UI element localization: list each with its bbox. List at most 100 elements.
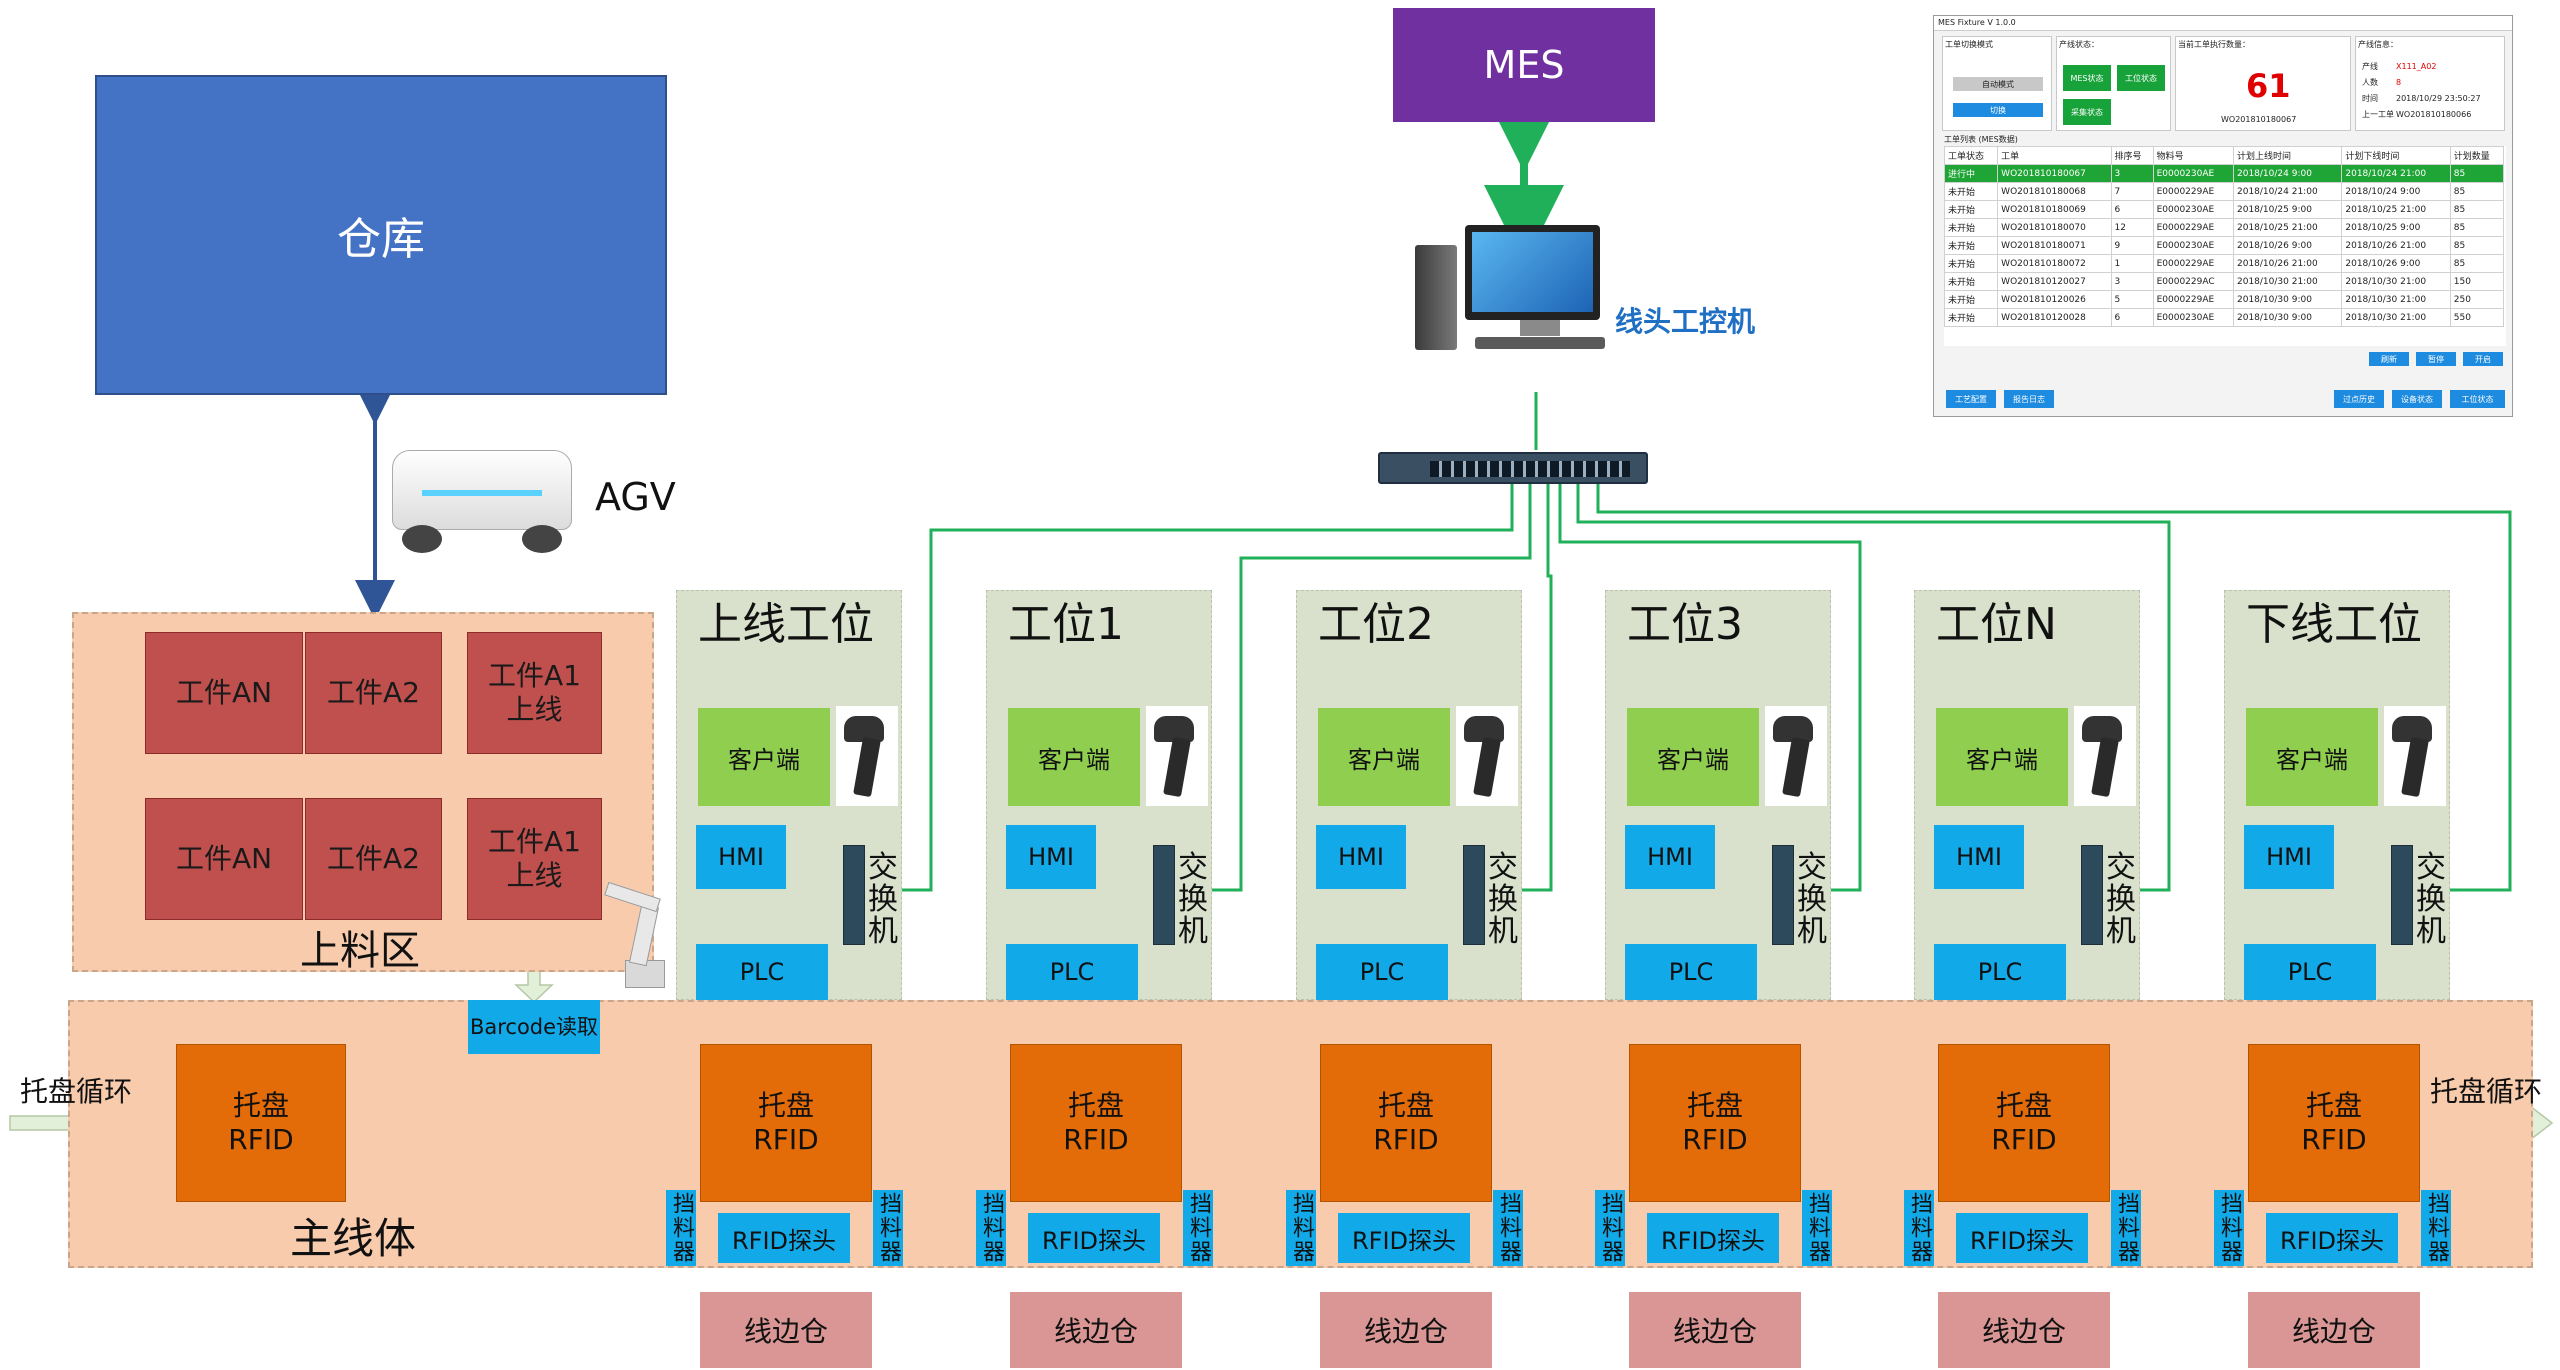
table-cell: 2018/10/26 9:00 — [2341, 254, 2451, 273]
station-network-line — [1596, 484, 2512, 892]
table-header-cell[interactable]: 计划下线时间 — [2341, 146, 2451, 165]
warehouse-block: 仓库 — [95, 75, 667, 395]
table-cell: 2018/10/30 9:00 — [2232, 308, 2343, 327]
device-status-button[interactable]: 设备状态 — [2392, 390, 2442, 408]
table-cell: 85 — [2449, 236, 2505, 255]
table-cell: 2018/10/24 9:00 — [2341, 182, 2451, 201]
barcode-reader: Barcode读取 — [468, 1000, 600, 1054]
table-cell: WO201810180069 — [1997, 200, 2112, 219]
table-cell: 6 — [2110, 200, 2154, 219]
station-status-bottom-button[interactable]: 工位状态 — [2450, 390, 2505, 408]
barcode-scanner-icon — [2074, 706, 2136, 806]
table-cell: E0000229AE — [2152, 254, 2235, 273]
stopper-block: 挡料器 — [1802, 1190, 1832, 1266]
line-info-value: 8 — [2396, 78, 2402, 87]
station-title: 工位2 — [1318, 599, 1434, 650]
mes-status-button[interactable]: MES状态 — [2063, 65, 2111, 91]
refresh-button[interactable]: 刷新 — [2369, 352, 2409, 366]
history-button[interactable]: 过点历史 — [2334, 390, 2384, 408]
table-cell: 2018/10/26 21:00 — [2232, 254, 2343, 273]
barcode-scanner-icon — [1765, 706, 1827, 806]
station-switch-label: 交 换 机 — [1488, 850, 1518, 949]
table-cell: 2018/10/30 21:00 — [2341, 290, 2451, 309]
process-config-button[interactable]: 工艺配置 — [1946, 390, 1996, 408]
table-cell: 2018/10/25 21:00 — [2341, 200, 2451, 219]
table-header-cell[interactable]: 工单 — [1997, 146, 2112, 165]
table-cell: 2018/10/24 9:00 — [2232, 164, 2343, 183]
table-cell: 150 — [2449, 272, 2505, 291]
mode-title: 工单切换模式 — [1945, 40, 1993, 49]
main-switch-icon — [1378, 452, 1648, 484]
table-cell: 2018/10/26 9:00 — [2232, 236, 2343, 255]
pause-button[interactable]: 暂停 — [2416, 352, 2456, 366]
auto-mode-button[interactable]: 自动模式 — [1953, 77, 2043, 91]
table-cell: 未开始 — [1944, 182, 1999, 201]
agv-robot-icon — [382, 435, 582, 560]
station-switch-icon — [843, 845, 865, 945]
window-titlebar: MES Fixture V 1.0.0 — [1934, 16, 2512, 31]
side-store-block: 线边仓 — [2248, 1292, 2420, 1368]
station-status-button[interactable]: 工位状态 — [2117, 65, 2165, 91]
table-cell: E0000229AE — [2152, 290, 2235, 309]
station-network-line — [1576, 484, 2171, 892]
table-cell: WO201810180067 — [1997, 164, 2112, 183]
table-cell: 85 — [2449, 200, 2505, 219]
line-status-title: 产线状态： — [2059, 40, 2099, 49]
station-switch-label: 交 换 机 — [1178, 850, 1208, 949]
tray-cycle-in-label: 托盘循环 — [20, 1075, 133, 1108]
table-cell: 85 — [2449, 182, 2505, 201]
collect-status-button[interactable]: 采集状态 — [2063, 99, 2111, 125]
report-log-button[interactable]: 报告日志 — [2004, 390, 2054, 408]
table-cell: 85 — [2449, 164, 2505, 183]
plc-block: PLC — [1316, 944, 1448, 1000]
start-button[interactable]: 开启 — [2463, 352, 2503, 366]
station-network-line — [1558, 484, 1862, 892]
side-store-block: 线边仓 — [1010, 1292, 1182, 1368]
side-store-block: 线边仓 — [1938, 1292, 2110, 1368]
rfid-probe-block: RFID探头 — [1028, 1213, 1160, 1263]
station-title: 工位3 — [1627, 599, 1743, 650]
part-block: 工件AN — [145, 632, 303, 754]
station-network-line — [865, 484, 1514, 892]
line-info-title: 产线信息： — [2358, 40, 2398, 49]
table-cell: 2018/10/30 9:00 — [2232, 290, 2343, 309]
table-cell: 2018/10/24 21:00 — [2341, 164, 2451, 183]
stopper-block: 挡料器 — [976, 1190, 1006, 1266]
table-header-cell[interactable]: 计划上线时间 — [2232, 146, 2343, 165]
table-header-cell[interactable]: 排序号 — [2110, 146, 2154, 165]
table-cell: 未开始 — [1944, 272, 1999, 291]
rfid-probe-block: RFID探头 — [2266, 1213, 2398, 1263]
table-header-cell[interactable]: 物料号 — [2152, 146, 2235, 165]
table-cell: 进行中 — [1944, 164, 1999, 183]
table-header-cell[interactable]: 计划数量 — [2449, 146, 2505, 165]
table-cell: 3 — [2110, 164, 2154, 183]
switch-button[interactable]: 切换 — [1953, 103, 2043, 117]
hmi-block: HMI — [2244, 825, 2334, 889]
part-block: 工件A2 — [305, 798, 442, 920]
barcode-scanner-icon — [836, 706, 898, 806]
mode-section: 工单切换模式 自动模式 切换 — [1942, 36, 2052, 131]
table-cell: 2018/10/25 21:00 — [2232, 218, 2343, 237]
line-info-value: X111_A02 — [2396, 62, 2437, 71]
side-store-block: 线边仓 — [1320, 1292, 1492, 1368]
tray-cycle-out-label: 托盘循环 — [2430, 1075, 2543, 1108]
station-switch-label: 交 换 机 — [2106, 850, 2136, 949]
table-header-cell[interactable]: 工单状态 — [1944, 146, 1999, 165]
line-info-key: 时间 — [2362, 94, 2378, 103]
table-cell: 未开始 — [1944, 254, 1999, 273]
stopper-block: 挡料器 — [2111, 1190, 2141, 1266]
industrial-pc-icon — [1415, 225, 1605, 395]
table-cell: WO201810120027 — [1997, 272, 2112, 291]
